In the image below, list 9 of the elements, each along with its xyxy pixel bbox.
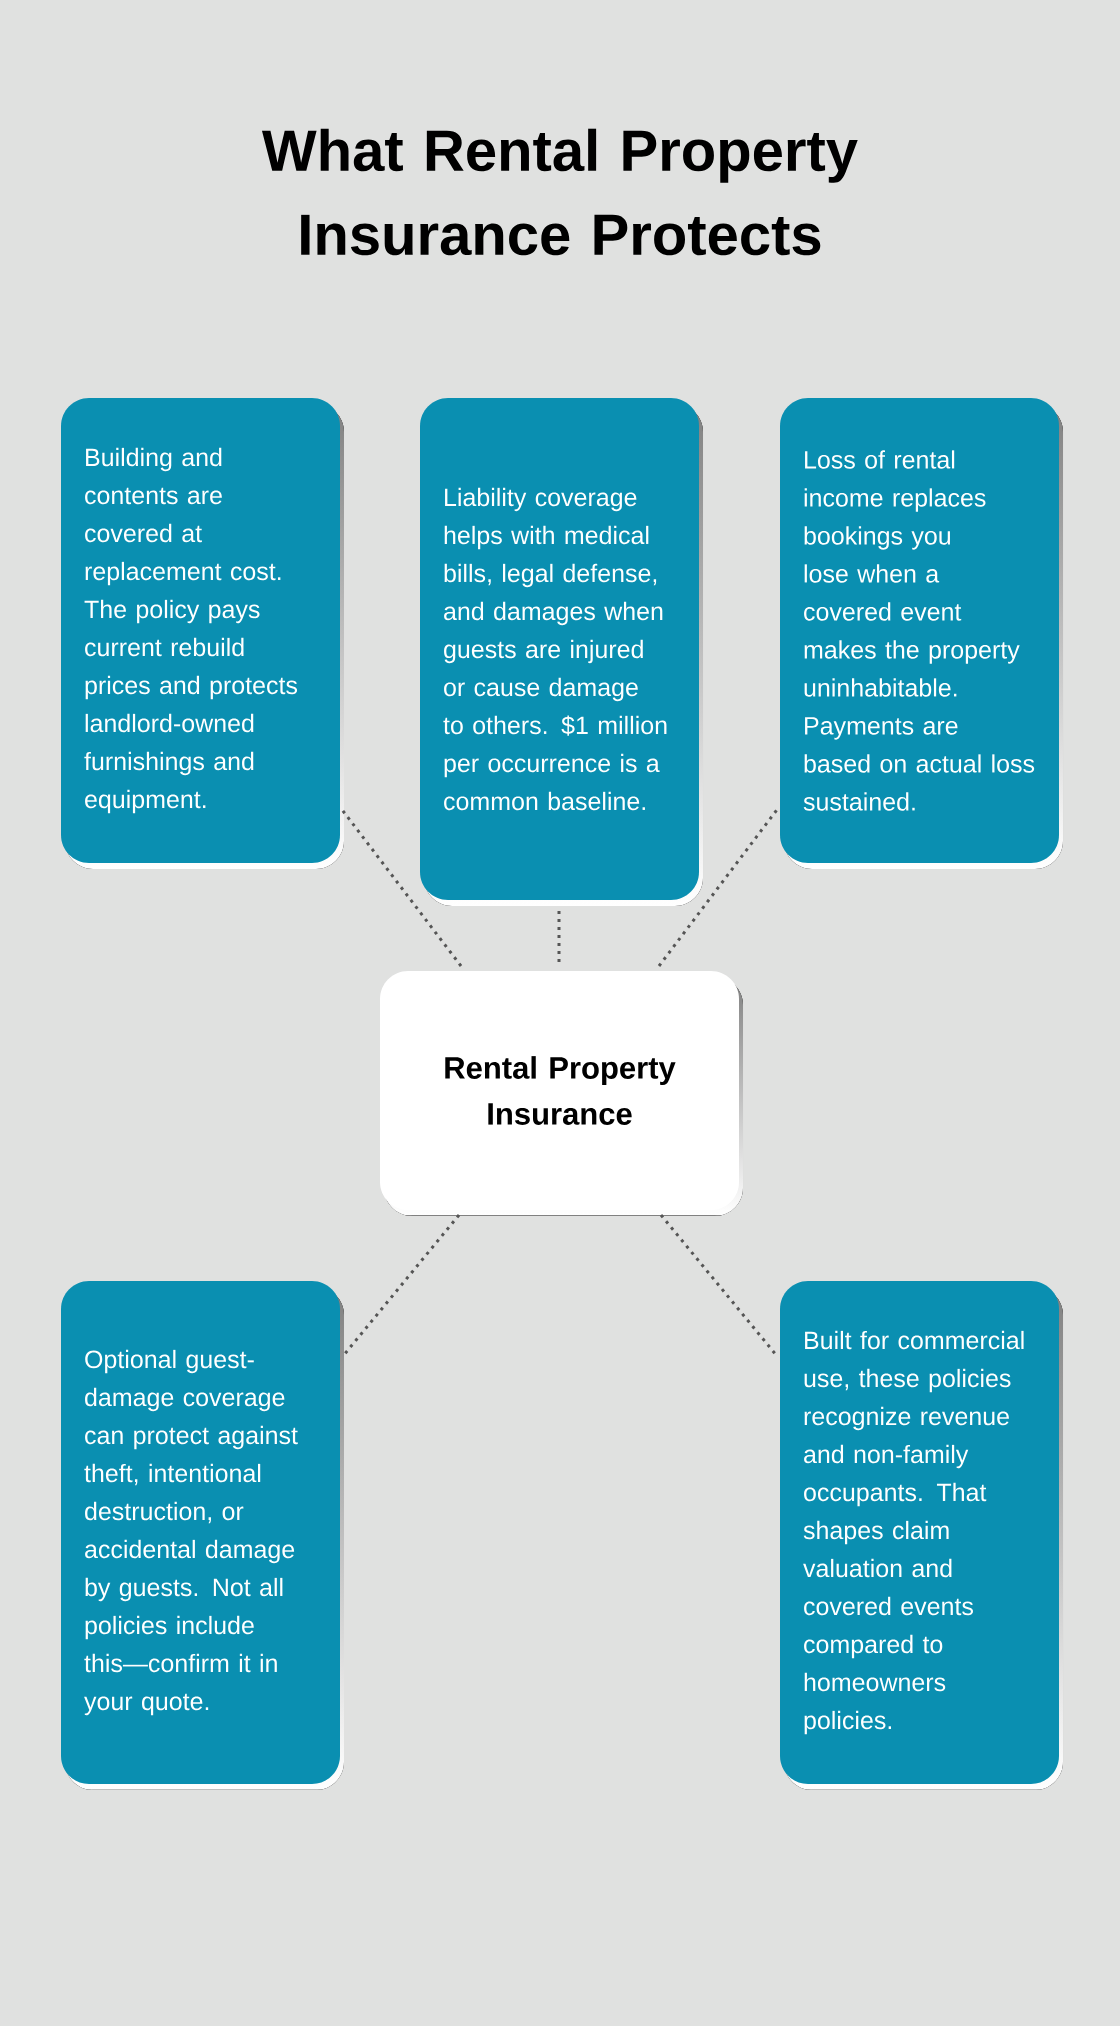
info-box: Building and contents are covered at replacement cost. The policy pays current rebuild prices and protects landlord-owned furnishings and equipment. (61, 398, 344, 869)
info-box: Optional guest-damage coverage can protect against theft, intentional destruction, or accidental damage by guests. Not all policies include this—confirm it in your quote. (61, 1281, 344, 1790)
info-box: Loss of rental income replaces bookings you lose when a covered event makes the property uninhabitable. Payments are based on actual loss sustained. (780, 398, 1063, 869)
dotted-line (659, 1214, 779, 1357)
title: What Rental Property Insurance Protects (261, 128, 858, 256)
info-box: Liability coverage helps with medical bills, legal defense, and damages when guests are injured or cause damage to others. $1 million per occurrence is a common baseline. (420, 398, 703, 906)
dotted-line (341, 1214, 461, 1357)
center-box: Rental Property Insurance (380, 971, 743, 1216)
info-box: Built for commercial use, these policies recognize revenue and non-family occupants. That shapes claim valuation and covered events compared to homeowners policies. (780, 1281, 1063, 1790)
